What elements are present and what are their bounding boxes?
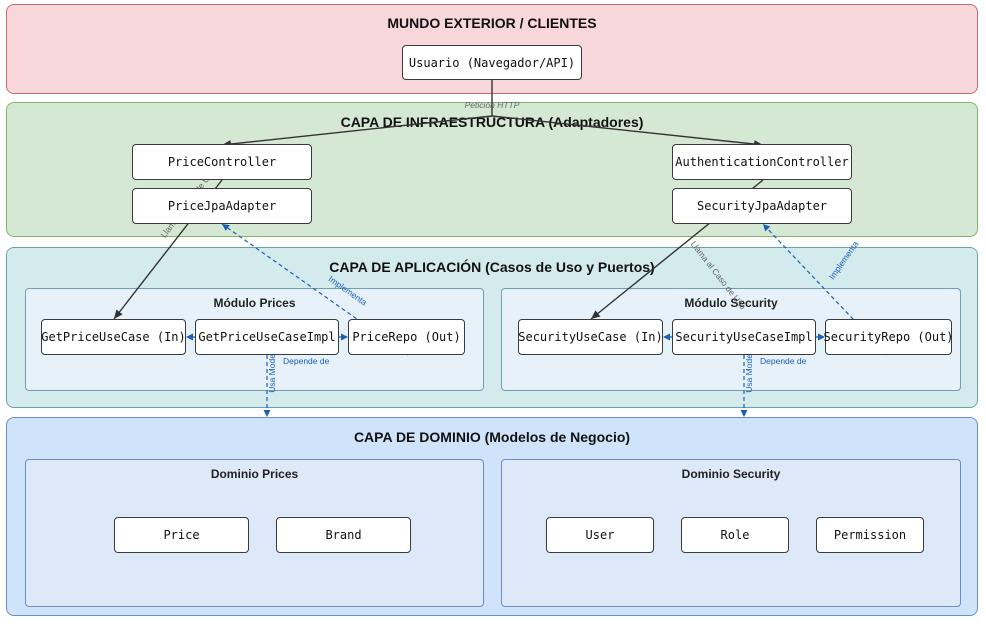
- node-brand: Brand: [276, 517, 411, 553]
- node-role: Role: [681, 517, 789, 553]
- layer-exterior-title: MUNDO EXTERIOR / CLIENTES: [387, 15, 597, 31]
- node-usuario: Usuario (Navegador/API): [402, 45, 582, 80]
- domain-security-title: Dominio Security: [681, 467, 781, 481]
- node-authentication-controller: AuthenticationController: [672, 144, 852, 180]
- node-permission: Permission: [816, 517, 924, 553]
- layer-application-title: CAPA DE APLICACIÓN (Casos de Uso y Puert…: [329, 259, 655, 275]
- node-get-price-use-case-impl: GetPriceUseCaseImpl: [195, 319, 339, 355]
- layer-infrastructure-title: CAPA DE INFRAESTRUCTURA (Adaptadores): [340, 114, 644, 130]
- node-security-jpa-adapter: SecurityJpaAdapter: [672, 188, 852, 224]
- node-security-repo: SecurityRepo (Out): [823, 319, 954, 355]
- node-price-jpa-adapter: PriceJpaAdapter: [132, 188, 312, 224]
- module-security-title: Módulo Security: [684, 296, 778, 310]
- node-security-use-case-impl: SecurityUseCaseImpl: [672, 319, 816, 355]
- domain-prices: Dominio Prices: [25, 459, 484, 607]
- node-price: Price: [114, 517, 249, 553]
- node-security-use-case: SecurityUseCase (In): [518, 319, 663, 355]
- node-price-controller: PriceController: [132, 144, 312, 180]
- node-price-repo: PriceRepo (Out): [348, 319, 465, 355]
- layer-domain-title: CAPA DE DOMINIO (Modelos de Negocio): [353, 429, 631, 445]
- domain-prices-title: Dominio Prices: [210, 467, 299, 481]
- layer-domain: CAPA DE DOMINIO (Modelos de Negocio) Dom…: [6, 417, 978, 616]
- node-user: User: [546, 517, 654, 553]
- node-get-price-use-case: GetPriceUseCase (In): [41, 319, 186, 355]
- module-prices-title: Módulo Prices: [213, 296, 296, 310]
